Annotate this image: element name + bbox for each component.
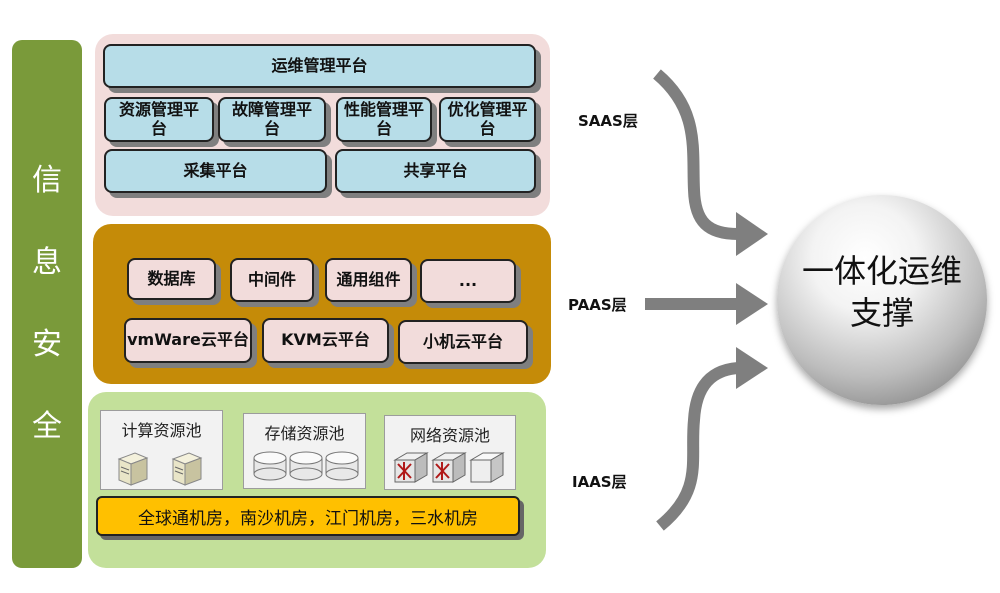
resource-management-platform: 资源管理平台 [104, 97, 214, 142]
compute-resource-pool: 计算资源池 [100, 410, 223, 490]
sharing-platform: 共享平台 [335, 149, 536, 193]
performance-management-platform: 性能管理平台 [336, 97, 432, 142]
minicomputer-cloud-platform: 小机云平台 [398, 320, 528, 364]
common-components-box: 通用组件 [325, 258, 412, 302]
sphere-label-line2: 支撑 [849, 294, 914, 332]
collection-platform: 采集平台 [104, 149, 327, 193]
optimization-management-platform: 优化管理平台 [439, 97, 536, 142]
network-resource-pool: 网络资源池 [384, 415, 516, 490]
more-ellipsis-box: ... [420, 259, 516, 303]
paas-arrow-head [736, 283, 768, 325]
vmware-cloud-platform: vmWare云平台 [124, 318, 252, 363]
middleware-box: 中间件 [230, 258, 314, 302]
iaas-layer-label: IAAS层 [572, 473, 627, 491]
storage-pool-title: 存储资源池 [264, 424, 345, 443]
sphere-label-line1: 一体化运维 [801, 252, 962, 290]
ops-management-platform: 运维管理平台 [103, 44, 536, 88]
datacenter-list: 全球通机房，南沙机房，江门机房，三水机房 [96, 496, 520, 536]
kvm-cloud-platform: KVM云平台 [262, 318, 389, 363]
integrated-ops-sphere [777, 195, 987, 405]
security-char: 信 [32, 163, 62, 198]
security-char: 息 [32, 245, 62, 280]
storage-disk-icon [253, 451, 359, 481]
storage-resource-pool: 存储资源池 [243, 413, 366, 489]
iaas-arrow-curve [656, 362, 739, 531]
network-switch-icon [393, 452, 505, 483]
information-security-bar: 信 息 安 全 [12, 40, 82, 568]
saas-layer-label: SAAS层 [578, 112, 638, 130]
saas-arrow-curve [653, 69, 739, 240]
security-char: 安 [32, 327, 62, 362]
fault-management-platform: 故障管理平台 [218, 97, 326, 142]
saas-arrow-head [736, 212, 768, 256]
security-char: 全 [32, 409, 62, 444]
database-box: 数据库 [127, 258, 216, 300]
network-pool-title: 网络资源池 [409, 426, 490, 445]
server-icon [117, 452, 203, 486]
compute-pool-title: 计算资源池 [121, 421, 202, 440]
iaas-arrow-head [736, 347, 768, 389]
sphere-label: 一体化运维 支撑 [777, 250, 987, 334]
paas-layer-label: PAAS层 [568, 296, 627, 314]
